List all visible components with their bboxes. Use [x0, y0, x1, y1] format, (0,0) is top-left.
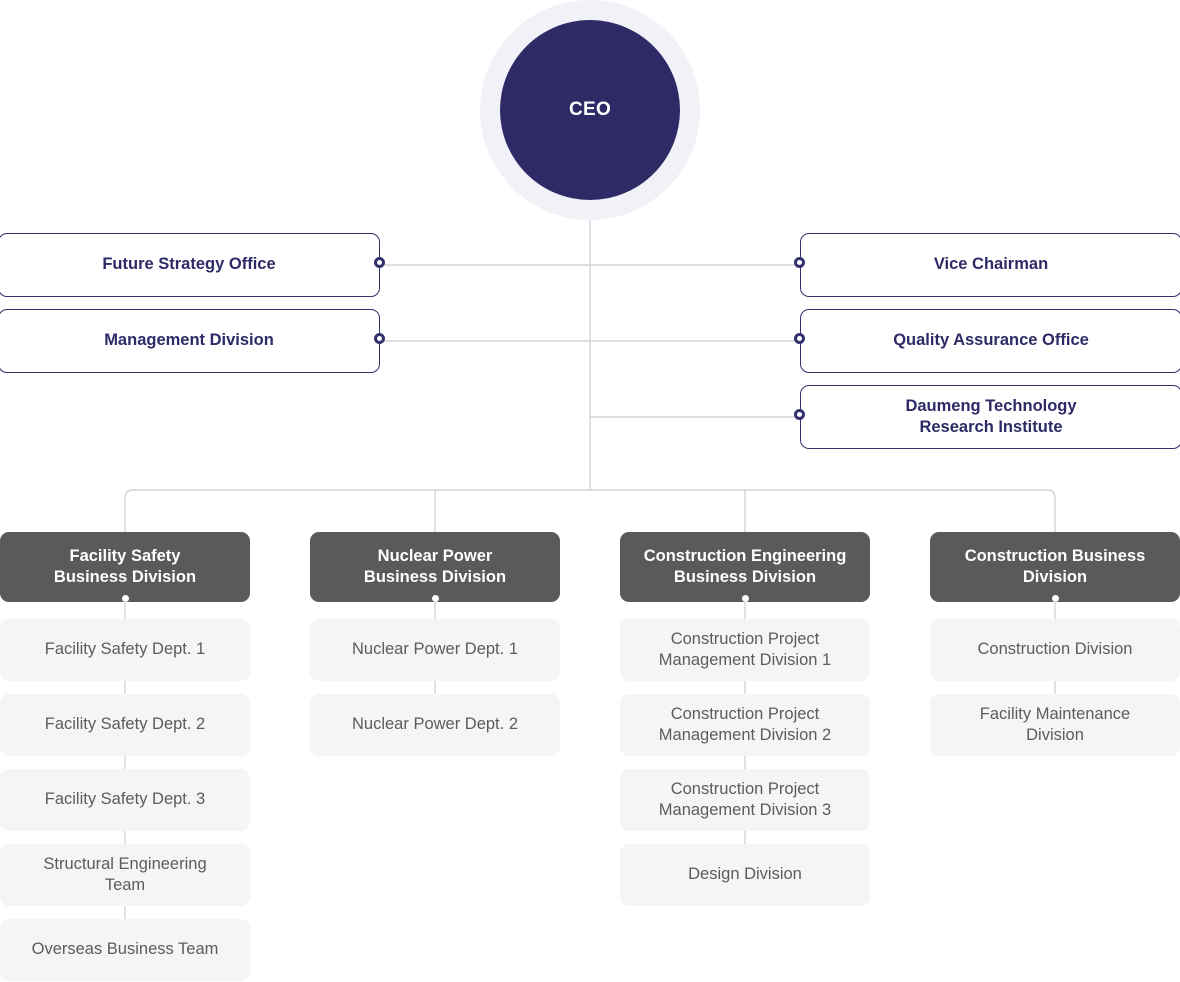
- division-child-label: Overseas Business Team: [31, 940, 219, 959]
- staff-box-right[interactable]: Quality Assurance Office: [800, 309, 1180, 373]
- connector-dot: [794, 408, 805, 420]
- division-child-label: Facility Safety Dept. 1: [44, 640, 206, 659]
- ceo-node[interactable]: CEO: [500, 20, 680, 200]
- division-header-dot: [431, 595, 439, 602]
- staff-box-label: Future Strategy Office: [102, 255, 276, 274]
- connector-dot: [374, 332, 385, 344]
- division-child-box[interactable]: Overseas Business Team: [0, 919, 250, 981]
- division-child-box[interactable]: Construction Division: [930, 619, 1180, 681]
- staff-box-label: Vice Chairman: [933, 255, 1049, 274]
- division-child-box[interactable]: Facility Safety Dept. 2: [0, 694, 250, 756]
- staff-box-label: Quality Assurance Office: [893, 331, 1089, 350]
- division-child-label: Construction Division: [977, 640, 1133, 659]
- staff-box-label: Management Division: [104, 331, 274, 350]
- division-child-box[interactable]: Facility Safety Dept. 1: [0, 619, 250, 681]
- staff-box-right[interactable]: Vice Chairman: [800, 233, 1180, 297]
- ceo-label: CEO: [568, 99, 612, 120]
- staff-box-left[interactable]: Future Strategy Office: [0, 233, 380, 297]
- connector-dot: [374, 256, 385, 268]
- staff-box-left[interactable]: Management Division: [0, 309, 380, 373]
- division-child-box[interactable]: Nuclear Power Dept. 2: [310, 694, 560, 756]
- division-child-label: Nuclear Power Dept. 2: [352, 715, 518, 734]
- connector-dot: [794, 332, 805, 344]
- distribution-bus: [124, 489, 1056, 532]
- division-header-dot: [121, 595, 129, 602]
- division-header-dot: [741, 595, 749, 602]
- division-child-box[interactable]: Facility Safety Dept. 3: [0, 769, 250, 831]
- division-child-box[interactable]: Design Division: [620, 844, 870, 906]
- connector-dot: [794, 256, 805, 268]
- division-child-label: Facility Safety Dept. 2: [44, 715, 206, 734]
- division-header-dot: [1051, 595, 1059, 602]
- division-child-label: Design Division: [688, 865, 802, 884]
- division-child-box[interactable]: Nuclear Power Dept. 1: [310, 619, 560, 681]
- division-child-label: Facility Safety Dept. 3: [44, 790, 206, 809]
- division-child-label: Nuclear Power Dept. 1: [352, 640, 518, 659]
